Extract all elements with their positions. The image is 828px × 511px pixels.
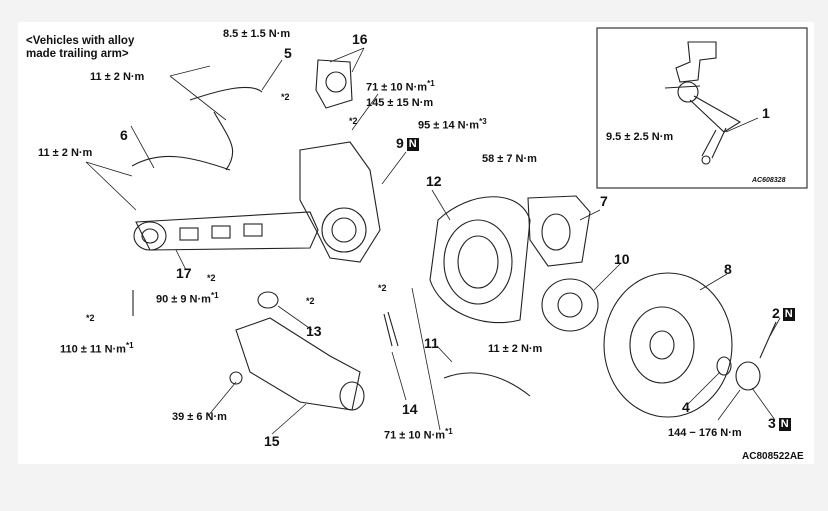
torque-label: 58 ± 7 N·m <box>482 153 537 165</box>
note-marker: *1 <box>210 291 219 300</box>
torque-label: 95 ± 14 N·m*3 <box>418 118 487 132</box>
callout-number: 10 <box>614 251 630 267</box>
callout-number: 6 <box>120 127 128 143</box>
callout-number: 15 <box>264 433 280 449</box>
note-marker: *1 <box>125 341 134 350</box>
backing-plate-drawing <box>429 196 531 324</box>
hub-nut-drawing <box>735 361 761 391</box>
sensor-cable-drawing <box>131 86 263 171</box>
note-marker: *3 <box>479 117 487 126</box>
ref-code: AC808522AE <box>742 451 804 462</box>
inset-ref-code: AC608328 <box>752 177 786 184</box>
torque-label: 39 ± 6 N·m <box>172 411 227 423</box>
callout-number: 4 <box>682 399 690 415</box>
callout-number: 11 <box>424 335 439 351</box>
note-marker: *1 <box>427 79 435 88</box>
callout-number: 17 <box>176 265 192 281</box>
callout-value: 3 <box>768 415 776 431</box>
torque-value: 71 ± 10 N·m <box>366 81 428 94</box>
callout-value: 9 <box>396 135 404 151</box>
torque-label: 11 ± 2 N·m <box>90 71 145 83</box>
callout-number: 12 <box>426 173 442 189</box>
caliper-drawing <box>527 195 591 267</box>
torque-label: 110 ± 11 N·m*1 <box>60 342 134 356</box>
note-marker: *1 <box>445 427 453 436</box>
height-sensor-drawing <box>664 41 742 165</box>
torque-value: 95 ± 14 N·m <box>418 119 480 132</box>
torque-label: 71 ± 10 N·m*1 <box>366 80 435 94</box>
note-marker: *2 <box>306 296 315 306</box>
callout-number: 7 <box>600 193 608 209</box>
hub-drawing <box>541 278 599 332</box>
knuckle-drawing <box>299 59 381 263</box>
torque-label: 144 − 176 N·m <box>668 427 742 439</box>
washer-drawing <box>716 356 732 376</box>
bushing-drawing <box>257 291 279 309</box>
torque-label: 11 ± 2 N·m <box>488 343 543 355</box>
callout-number: 13 <box>306 323 322 339</box>
trailing-arm-drawing <box>133 211 319 251</box>
callout-number: 5 <box>284 45 292 61</box>
callout-number: 1 <box>762 105 770 121</box>
variant-note-line2: made trailing arm> <box>26 48 129 60</box>
leader-lines <box>85 47 781 435</box>
lower-arm-drawing <box>229 317 365 411</box>
torque-label: 90 ± 9 N·m*1 <box>156 292 219 306</box>
torque-value: 71 ± 10 N·m <box>384 429 446 442</box>
note-marker: *2 <box>378 283 387 293</box>
note-marker: *2 <box>281 92 290 102</box>
inset-frame <box>596 27 808 189</box>
variant-note-line1: <Vehicles with alloy <box>26 35 135 47</box>
callout-value: 2 <box>772 305 780 321</box>
callout-number: 16 <box>352 31 368 47</box>
new-part-mark: N <box>782 307 795 321</box>
new-part-mark: N <box>778 417 791 431</box>
torque-label: 71 ± 10 N·m*1 <box>384 428 453 442</box>
torque-label: 11 ± 2 N·m <box>38 147 93 159</box>
cotter-pin-drawing <box>759 321 777 359</box>
torque-label: 145 ± 15 N·m <box>366 97 434 109</box>
torque-label: 8.5 ± 1.5 N·m <box>223 28 291 40</box>
brake-disc-drawing <box>603 272 733 418</box>
note-marker: *2 <box>207 273 216 283</box>
torque-value: 110 ± 11 N·m <box>60 343 126 356</box>
harness-drawing <box>443 372 531 397</box>
note-marker: *2 <box>86 313 95 323</box>
torque-label: 9.5 ± 2.5 N·m <box>606 131 674 143</box>
note-marker: *2 <box>349 116 358 126</box>
link-drawing <box>383 311 399 347</box>
torque-value: 90 ± 9 N·m <box>156 293 211 306</box>
callout-number: 14 <box>402 401 418 417</box>
new-part-mark: N <box>406 137 419 151</box>
callout-number: 8 <box>724 261 732 277</box>
